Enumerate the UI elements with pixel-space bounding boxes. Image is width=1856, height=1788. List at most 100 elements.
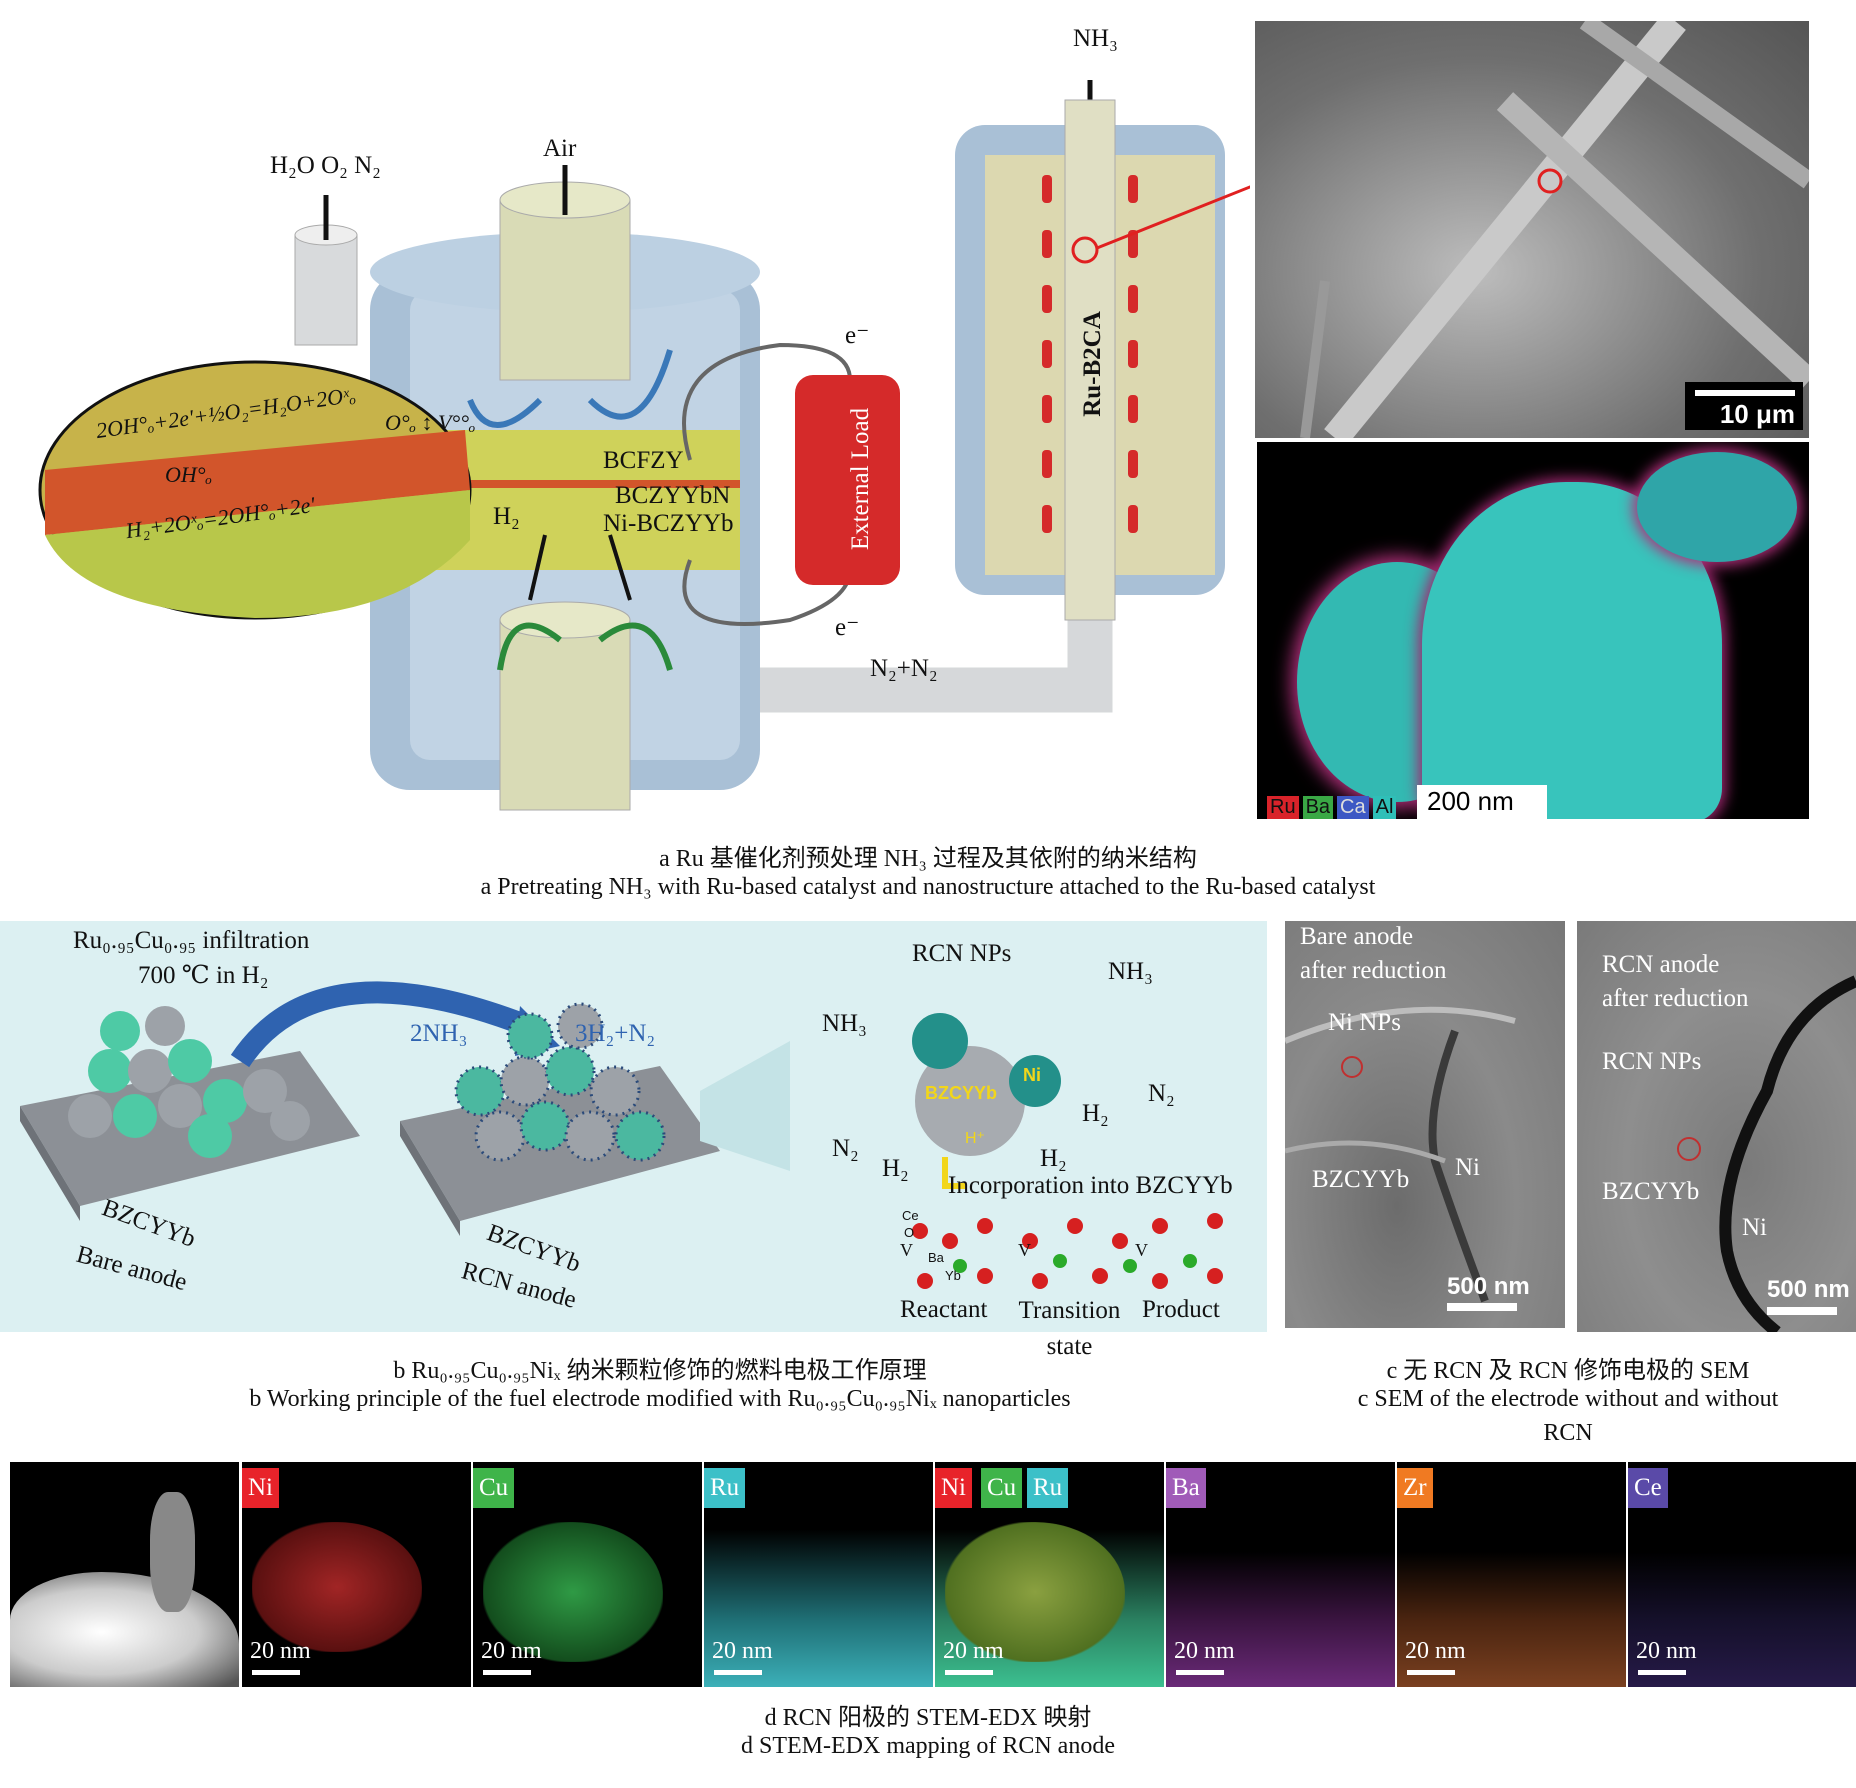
scale-label: 20 nm [712,1638,773,1664]
tag-ni: Ni [242,1468,279,1508]
rcn-title-1: RCN anode [1602,951,1720,978]
panel-b-schematic [0,921,1267,1332]
atom-yb-label: Yb [945,1268,961,1283]
sem-texture [1677,975,1856,1332]
nh3-top-label: NH₃ [1108,958,1153,985]
legend-ca: Ca [1337,796,1369,819]
tag-ru: Ru [704,1468,746,1508]
scale-label: 20 nm [1636,1638,1697,1664]
scale-bar [483,1670,531,1675]
edx-map-ni: Ni 20 nm [242,1462,471,1687]
air-label: Air [543,135,577,162]
tag-ba: Ba [1166,1468,1206,1508]
rcn-nps-label: RCN NPs [912,940,1012,967]
haadf-particle [10,1572,239,1687]
edx-scale-box [1417,785,1547,819]
infiltration-label: Ru₀.₉₅Cu₀.₉₅ infiltration [73,927,310,954]
crystal-lattice [912,1213,1223,1289]
legend-al: Al [1372,796,1397,819]
edx-scale-label: 200 nm [1427,786,1514,816]
state-reactant: Reactant [900,1296,988,1323]
reaction-out-label: 3H₂+N₂ [575,1020,656,1047]
sem-texture [1285,1006,1516,1303]
caption-b: b Ru₀.₉₅Cu₀.₉₅Niₓ 纳米颗粒修饰的燃料电极工作原理 b Work… [0,1350,1320,1430]
edx-map-catalyst: Ru Ba Ca Al 200 nm [1257,442,1809,819]
edx-map-zr: Zr 20 nm [1397,1462,1626,1687]
caption-c-en-2: RCN [1543,1420,1593,1446]
rcn-anode-spheres [454,1002,666,1162]
scale-bar [1638,1670,1686,1675]
edx-map-overlay: Ni Cu Ru 20 nm [935,1462,1164,1687]
edx-map-ce: Ce 20 nm [1628,1462,1856,1687]
sem-image-nanofibers: 10 μm [1255,21,1809,438]
h2-right2-label: H₂ [1040,1145,1067,1172]
caption-d-en: d STEM-EDX mapping of RCN anode [741,1733,1115,1759]
edx-map-ba: Ba 20 nm [1166,1462,1395,1687]
external-load-label: External Load [847,407,875,551]
electron-top-label: e⁻ [845,322,870,349]
rcn-scale-bar [1767,1307,1837,1315]
caption-c-en-1: c SEM of the electrode without and witho… [1357,1386,1779,1412]
tag-overlay-ru: Ru [1027,1468,1069,1508]
scale-bar [1176,1670,1224,1675]
tag-ce: Ce [1628,1468,1668,1508]
edx-map-ru: Ru 20 nm [704,1462,933,1687]
haadf-protrusion [150,1492,195,1612]
atom-ce-label: Ce [902,1208,919,1223]
scale-bar [714,1670,762,1675]
nh3-inlet-label: NH₃ [1073,25,1118,52]
reactor-label: Ru-B2CA [1078,311,1106,417]
v-label-2: V [1018,1240,1031,1260]
scale-label: 20 nm [1174,1638,1235,1664]
scale-bar [1695,390,1795,396]
legend-ru: Ru [1267,796,1299,819]
v-label-1: V [900,1240,913,1260]
scale-bar [252,1670,300,1675]
scale-label: 20 nm [943,1638,1004,1664]
edx-legend: Ru Ba Ca Al [1267,796,1397,819]
caption-b-en: b Working principle of the fuel electrod… [249,1386,1071,1412]
fiber-texture [1300,21,1809,438]
ni-bczyyb-label: Ni-BCZYYb [603,510,734,537]
scale-label: 20 nm [250,1638,311,1664]
stem-haadf-image [10,1462,239,1687]
tag-cu: Cu [473,1468,515,1508]
caption-a-en: a Pretreating NH₃ with Ru-based catalyst… [480,874,1376,900]
particle-right [1637,452,1797,562]
ni-signal [252,1522,422,1652]
electron-bottom-label: e⁻ [835,614,860,641]
panel-a-schematic [0,0,1552,840]
caption-c: c 无 RCN 及 RCN 修饰电极的 SEM c SEM of the ele… [1280,1350,1856,1460]
caption-c-cn: c 无 RCN 及 RCN 修饰电极的 SEM [1386,1358,1750,1384]
tag-zr: Zr [1397,1468,1433,1508]
scale-label: 20 nm [1405,1638,1466,1664]
bcfzy-label: BCFZY [603,447,684,474]
vacancy-label: O°ₒ ↕ V°°ₒ [385,410,476,435]
atom-ba-label: Ba [928,1250,944,1265]
bare-title-1: Bare anode [1300,923,1414,950]
state-transition: Transition state [1018,1297,1121,1360]
bare-title-2: after reduction [1300,957,1447,984]
bare-scale-bar [1447,1303,1517,1311]
caption-d-cn: d RCN 阳极的 STEM-EDX 映射 [764,1705,1092,1731]
edx-map-cu: Cu 20 nm [473,1462,702,1687]
cu-signal [483,1522,663,1662]
scale-label: 20 nm [481,1638,542,1664]
oh-label: OH°ₒ [165,462,212,487]
caption-b-cn: b Ru₀.₉₅Cu₀.₉₅Niₓ 纳米颗粒修饰的燃料电极工作原理 [393,1358,927,1384]
rcn-title-2: after reduction [1602,985,1749,1012]
anode-diagram [20,981,1223,1289]
incorporation-label: Incorporation into BZCYYb [948,1172,1233,1199]
nh3-left-label: NH₃ [822,1010,867,1037]
tag-overlay-ni: Ni [935,1468,972,1508]
bare-scale-label: 500 nm [1447,1273,1530,1300]
rcn-matrix-label: BZCYYb [1602,1178,1700,1205]
bare-nps-label: Ni NPs [1328,1009,1401,1036]
outlet-label: N₂+N₂ [870,655,938,682]
bare-ni-label: Ni [1455,1154,1480,1181]
sem-scale-label: 10 μm [1719,399,1795,429]
bare-matrix-label: BZCYYb [1312,1166,1410,1193]
tag-overlay-cu: Cu [981,1468,1023,1508]
overlay-signal [945,1522,1125,1662]
reaction-in-label: 2NH₃ [410,1020,468,1047]
